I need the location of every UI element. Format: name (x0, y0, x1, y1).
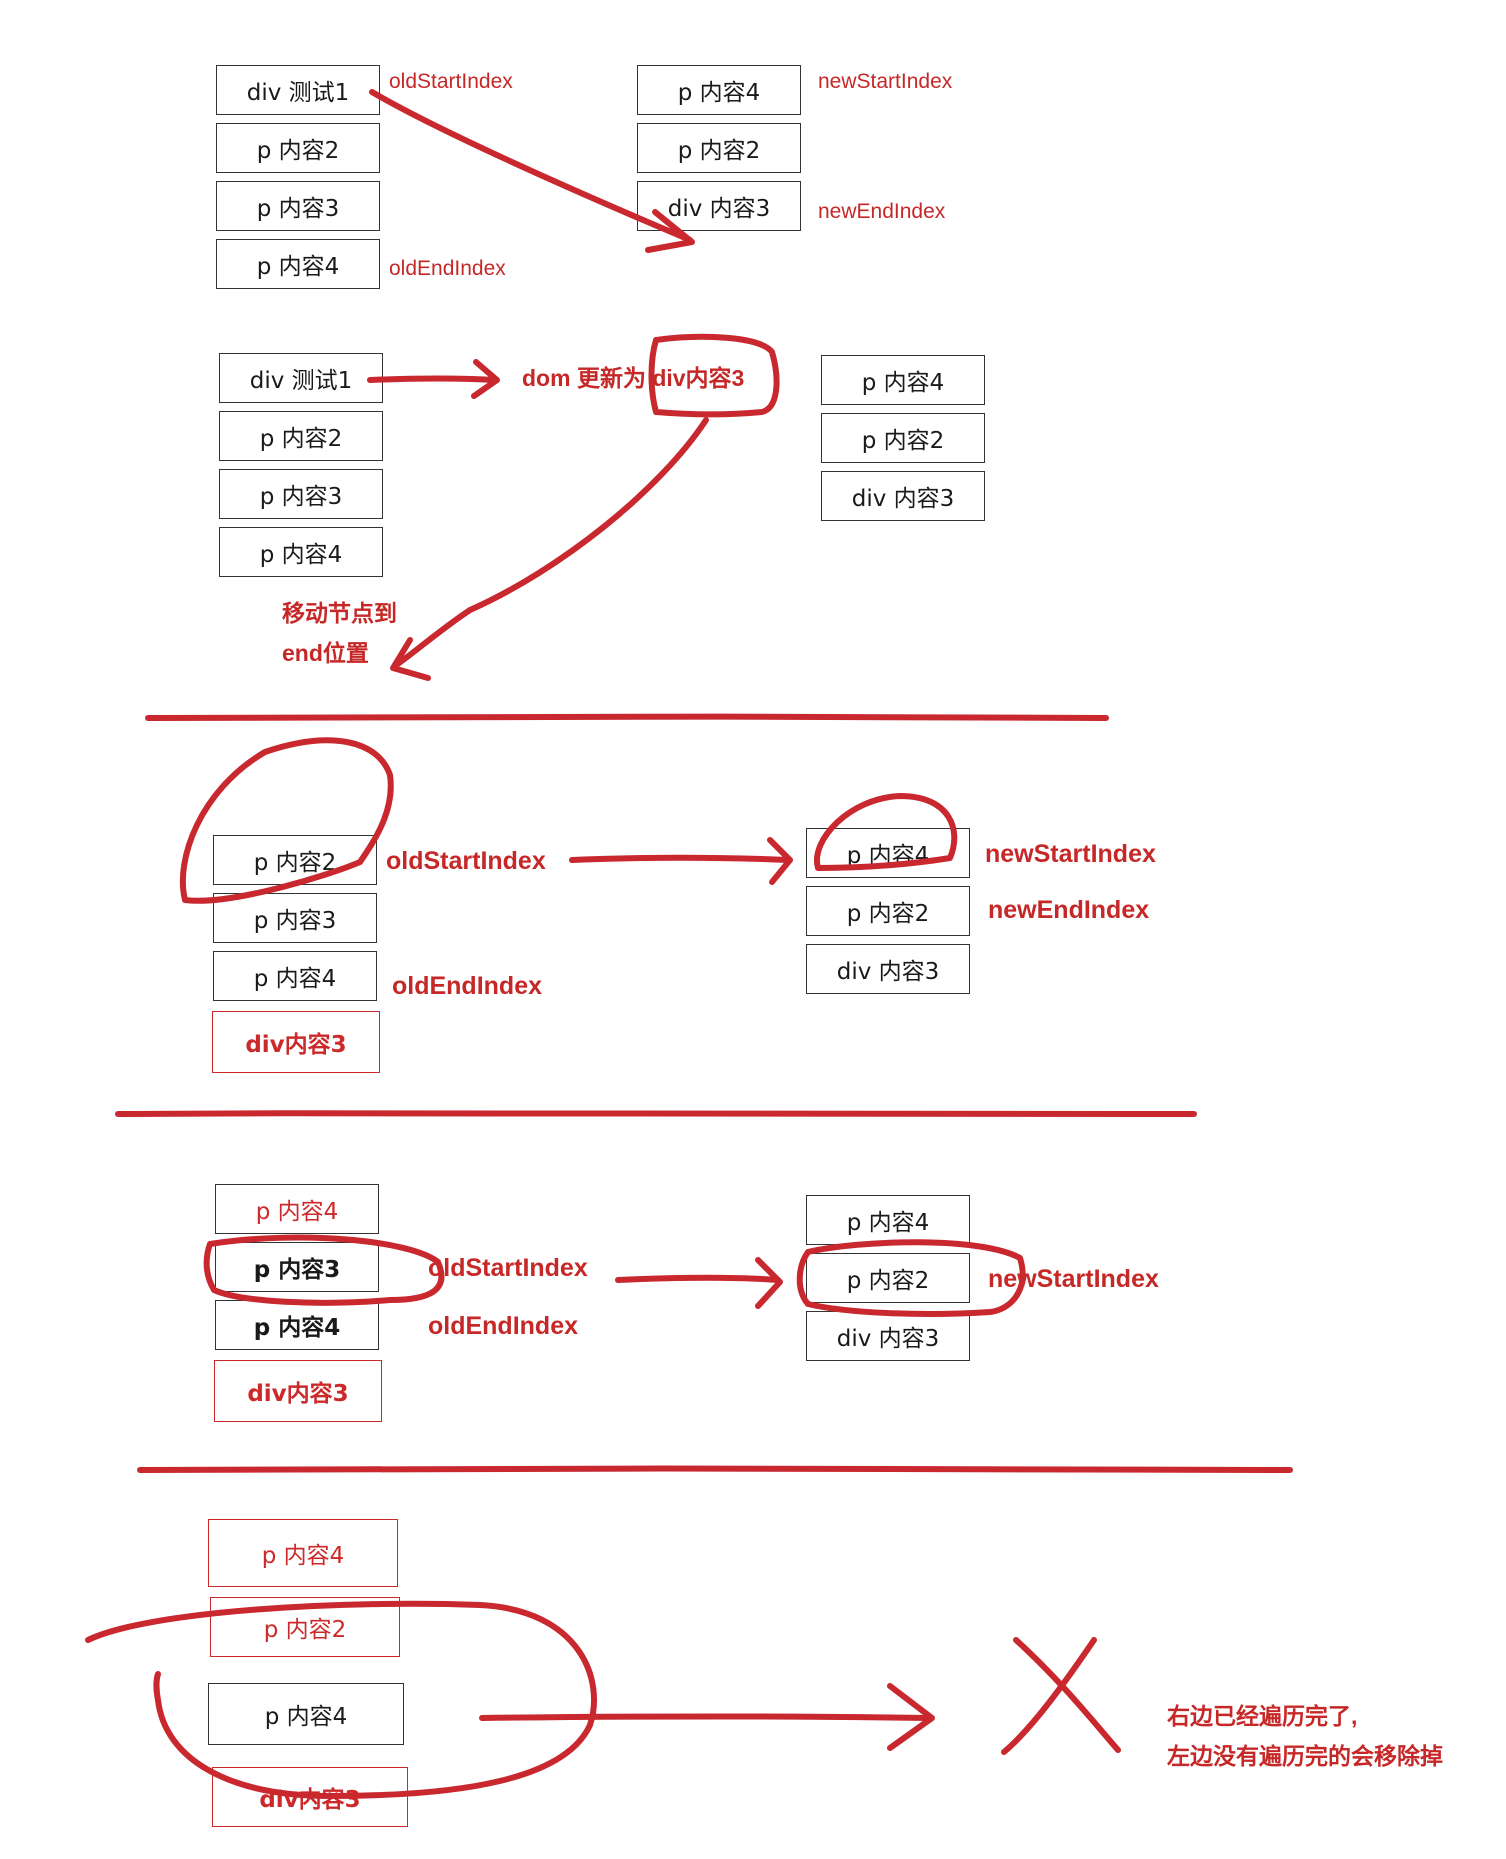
step4-arrow (615, 1274, 781, 1283)
step4-circle (203, 1234, 445, 1306)
step4-old-node-2: p 内容3 (215, 1242, 379, 1292)
step4-new-start-label: newStartIndex (988, 1265, 1159, 1293)
step1-new-start-label: newStartIndex (818, 70, 953, 93)
step3-old-node-3: p 内容4 (213, 951, 377, 1001)
step5-node-3: p 内容4 (208, 1683, 404, 1745)
step4-new-circle (796, 1239, 1026, 1317)
step2-right-arrow (367, 375, 498, 383)
dom-update-label: dom 更新为 div内容3 (522, 365, 745, 391)
step1-old-node-1: div 测试1 (216, 65, 380, 115)
step4-old-node-1: p 内容4 (215, 1184, 379, 1234)
step5-node-1: p 内容4 (208, 1519, 398, 1587)
step3-moved-node: div内容3 (212, 1011, 380, 1073)
step1-old-end-label: oldEndIndex (389, 257, 506, 280)
remove-x-stroke-2 (1001, 1637, 1097, 1755)
divider-3 (137, 1465, 1293, 1473)
step2-new-node-1: p 内容4 (821, 355, 985, 405)
step1-diagonal-arrowhead (645, 209, 695, 253)
step1-new-node-1: p 内容4 (637, 65, 801, 115)
step1-new-node-2: p 内容2 (637, 123, 801, 173)
step2-old-node-4: p 内容4 (219, 527, 383, 577)
step1-old-start-label: oldStartIndex (389, 70, 513, 93)
step3-old-node-2: p 内容3 (213, 893, 377, 943)
step2-right-arrowhead (471, 359, 500, 399)
remove-x-stroke-1 (1013, 1637, 1121, 1753)
step5-note-line1: 右边已经遍历完了, (1167, 1703, 1358, 1729)
move-node-label-line2: end位置 (282, 640, 369, 666)
divider-1 (145, 713, 1109, 721)
step4-old-end-label: oldEndIndex (428, 1312, 578, 1340)
step3-new-node-2: p 内容2 (806, 886, 970, 936)
step4-old-start-label: oldStartIndex (428, 1254, 588, 1282)
divider-2 (115, 1109, 1197, 1117)
step3-old-start-label: oldStartIndex (386, 847, 546, 875)
step1-new-end-label: newEndIndex (818, 200, 946, 223)
step3-new-scribble (813, 793, 958, 871)
step4-new-node-2: p 内容2 (806, 1253, 970, 1303)
step1-old-node-4: p 内容4 (216, 239, 380, 289)
step4-old-node-4: div内容3 (214, 1360, 382, 1422)
step4-new-node-1: p 内容4 (806, 1195, 970, 1245)
step2-old-node-3: p 内容3 (219, 469, 383, 519)
step2-new-node-2: p 内容2 (821, 413, 985, 463)
step3-new-node-3: div 内容3 (806, 944, 970, 994)
step3-old-node-1: p 内容2 (213, 835, 377, 885)
step4-new-node-3: div 内容3 (806, 1311, 970, 1361)
step5-loop (85, 1600, 597, 1799)
step2-curve-arrow (392, 417, 709, 669)
step4-arrowhead (755, 1257, 783, 1309)
step1-diagonal-arrow (369, 89, 693, 243)
step3-new-end-label: newEndIndex (988, 896, 1150, 924)
step3-new-start-label: newStartIndex (985, 840, 1156, 868)
step2-new-node-3: div 内容3 (821, 471, 985, 521)
step3-old-end-label: oldEndIndex (392, 972, 542, 1000)
step3-arrow (569, 854, 791, 863)
step1-old-node-2: p 内容2 (216, 123, 380, 173)
step2-curve-arrowhead (390, 637, 431, 681)
step2-old-node-2: p 内容2 (219, 411, 383, 461)
step5-note-line2: 左边没有遍历完的会移除掉 (1167, 1743, 1443, 1769)
step3-circle (179, 737, 394, 904)
step2-circle (648, 333, 780, 418)
step5-arrow (479, 1713, 933, 1721)
step1-old-node-3: p 内容3 (216, 181, 380, 231)
step3-arrowhead (767, 837, 793, 885)
move-node-label-line1: 移动节点到 (282, 600, 397, 626)
step2-old-node-1: div 测试1 (219, 353, 383, 403)
step5-arrowhead (887, 1683, 935, 1751)
